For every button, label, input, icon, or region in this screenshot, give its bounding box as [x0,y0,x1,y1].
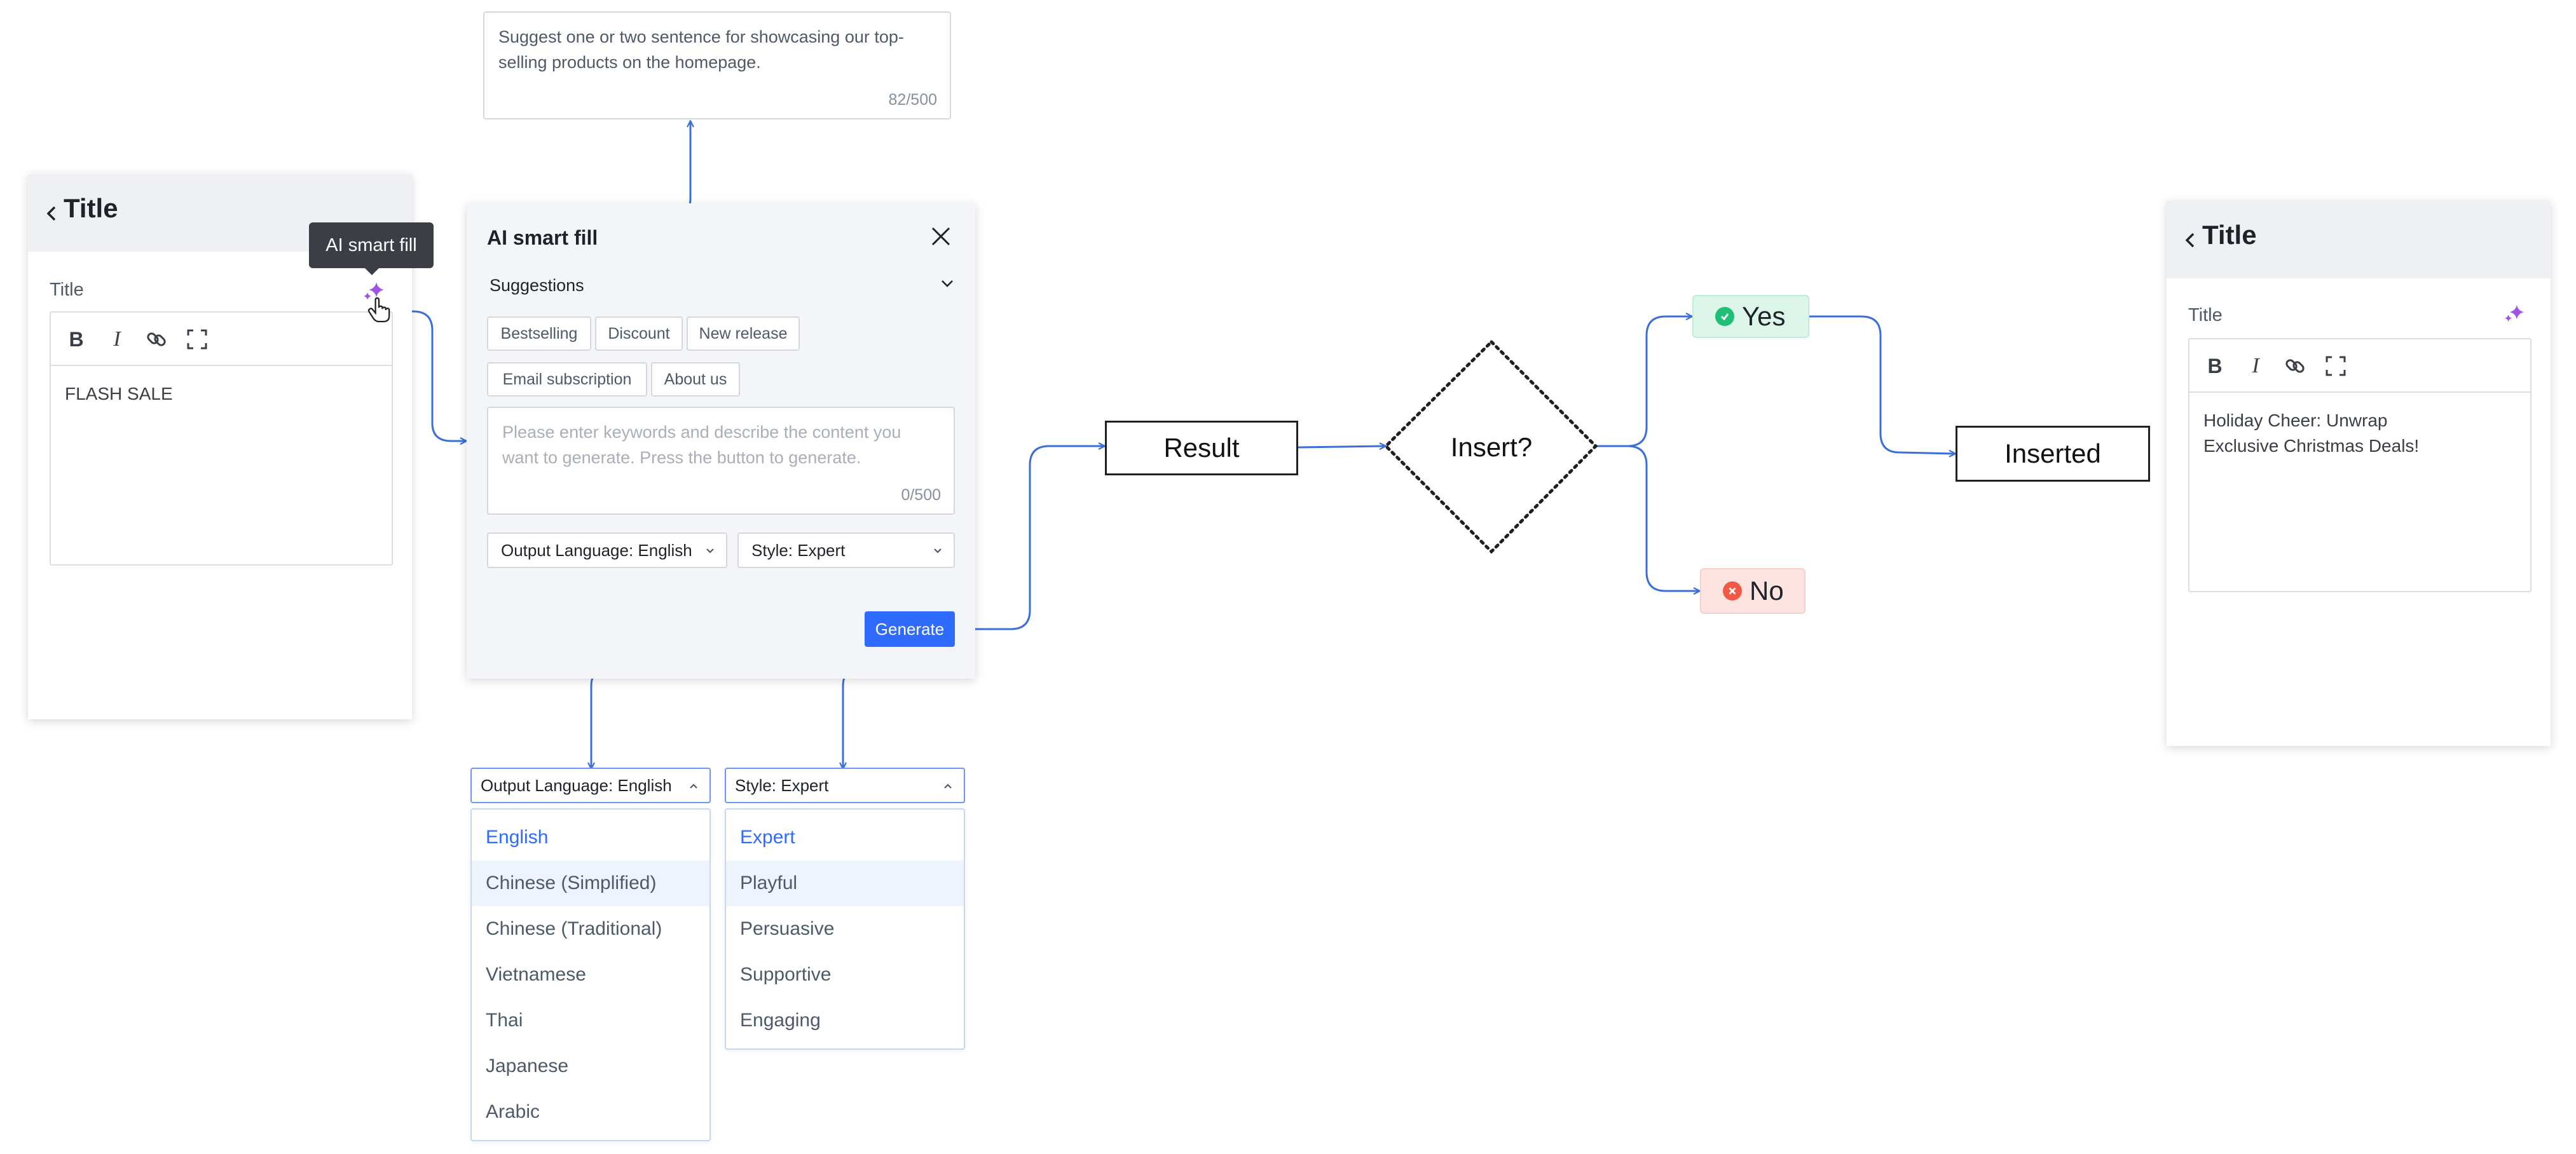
decision-label: Insert? [1450,432,1533,462]
hand-pointer-icon [367,297,390,323]
chip-new-release[interactable]: New release [687,316,800,351]
chevron-up-icon [690,784,697,789]
connector-generate-to-result [954,446,1105,630]
style-option-persuasive[interactable]: Persuasive [740,918,835,939]
style-option-expert[interactable]: Expert [740,827,795,848]
right-editor-card: Title Title B I Holiday Cheer: Unwrap Ex… [2167,201,2551,746]
output-language-value: Output Language: English [481,776,672,795]
chevron-down-icon [706,548,714,553]
output-language-dropdown: English Chinese (Simplified) Chinese (Tr… [470,808,711,1141]
yes-status-badge: Yes [1692,295,1809,338]
output-language-select[interactable]: Output Language: English [487,533,727,568]
language-option-japanese[interactable]: Japanese [486,1056,569,1076]
language-option-thai[interactable]: Thai [486,1010,523,1031]
tooltip-arrow [365,268,379,275]
prompt-textarea[interactable]: Suggest one or two sentence for showcasi… [483,11,951,119]
language-option-english[interactable]: English [486,827,549,848]
link-icon[interactable] [144,327,169,352]
panel-title: AI smart fill [487,226,598,249]
content-line: Exclusive Christmas Deals! [2203,436,2420,456]
sparkle-icon[interactable] [362,280,387,304]
chip-bestselling[interactable]: Bestselling [487,316,591,351]
ai-smart-fill-panel: AI smart fill Suggestions Bestselling Di… [467,203,975,679]
connector-result-to-decision [1298,446,1386,447]
editor-content: Holiday Cheer: Unwrap Exclusive Christma… [2203,408,2419,459]
chevron-up-icon [944,784,952,789]
style-select[interactable]: Style: Expert [737,533,955,568]
card-title: Title [64,193,118,223]
language-option-vietnamese[interactable]: Vietnamese [486,964,586,985]
inserted-box: Inserted [1956,426,2150,482]
sparkle-icon[interactable] [2504,302,2526,325]
connector-yes-to-inserted [1809,315,1956,454]
language-option-chinese-simplified[interactable]: Chinese (Simplified) [472,860,709,906]
check-circle-icon [1715,307,1734,326]
rich-text-editor[interactable]: B I Holiday Cheer: Unwrap Exclusive Chri… [2188,338,2531,592]
keywords-textarea[interactable]: Please enter keywords and describe the c… [487,407,955,515]
style-option-supportive[interactable]: Supportive [740,964,832,985]
style-dropdown: Expert Playful Persuasive Supportive Eng… [725,808,965,1050]
chevron-down-icon[interactable] [940,276,955,291]
editor-content: FLASH SALE [65,384,173,404]
connector-decision-to-yes [1594,316,1692,447]
chevron-down-icon [934,548,942,553]
style-value: Style: Expert [751,541,846,560]
close-circle-icon [1723,581,1742,601]
bold-icon[interactable]: B [2207,354,2223,377]
style-select-open[interactable]: Style: Expert [725,768,965,803]
close-icon[interactable] [929,225,952,248]
keywords-counter: 0/500 [901,486,941,504]
card-header: Title [2167,201,2551,278]
chip-about-us[interactable]: About us [651,362,740,397]
link-icon[interactable] [2282,353,2308,379]
suggestions-label: Suggestions [490,276,584,295]
fullscreen-icon[interactable] [2323,353,2348,379]
prompt-counter: 82/500 [888,91,937,109]
chip-email-subscription[interactable]: Email subscription [487,362,647,397]
card-title: Title [2202,220,2257,250]
chip-discount[interactable]: Discount [595,316,683,351]
prompt-text: Suggest one or two sentence for showcasi… [498,27,904,72]
no-status-badge: No [1700,568,1805,614]
keywords-placeholder: Please enter keywords and describe the c… [502,423,901,467]
result-box: Result [1105,421,1298,475]
yes-label: Yes [1742,301,1786,331]
italic-icon[interactable]: I [113,327,121,351]
generate-button[interactable]: Generate [865,611,955,647]
chevron-left-icon[interactable] [39,201,65,226]
fullscreen-icon[interactable] [184,327,210,352]
italic-icon[interactable]: I [2252,354,2259,377]
chevron-left-icon[interactable] [2178,227,2203,253]
language-option-chinese-traditional[interactable]: Chinese (Traditional) [486,918,662,939]
style-option-engaging[interactable]: Engaging [740,1010,821,1031]
connector-decision-to-no [1594,445,1700,591]
bold-icon[interactable]: B [69,327,84,351]
output-language-value: Output Language: English [501,541,692,560]
content-line: Holiday Cheer: Unwrap [2203,411,2388,430]
field-label: Title [2188,305,2223,325]
no-label: No [1750,576,1784,606]
rich-text-editor[interactable]: B I FLASH SALE [50,311,393,566]
style-option-playful[interactable]: Playful [726,860,964,906]
language-option-arabic[interactable]: Arabic [486,1101,540,1122]
ai-smart-fill-tooltip: AI smart fill [309,222,434,268]
field-label: Title [50,280,84,300]
style-value: Style: Expert [735,776,829,795]
output-language-select-open[interactable]: Output Language: English [470,768,711,803]
editor-toolbar: B I [51,313,392,366]
editor-toolbar: B I [2189,339,2530,393]
